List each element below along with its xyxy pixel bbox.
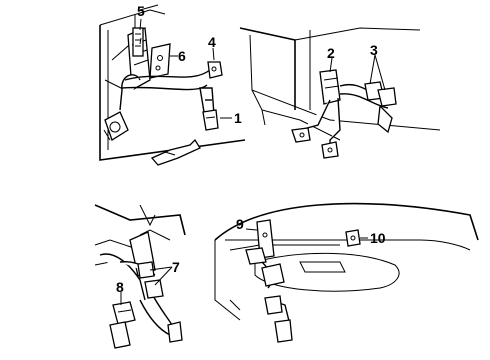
callout-7: 7	[172, 259, 180, 275]
callout-9: 9	[236, 216, 244, 232]
lap-belt-anchor	[150, 138, 201, 166]
callout-4: 4	[208, 34, 216, 50]
height-adjuster	[132, 27, 144, 57]
callout-10: 10	[370, 230, 386, 246]
cargo-trim	[254, 252, 400, 292]
d-ring	[207, 61, 223, 79]
third-row-buckle	[144, 279, 164, 299]
callout-5: 5	[137, 3, 145, 19]
panel-rear-belt	[239, 27, 441, 159]
cargo-buckle	[264, 295, 283, 315]
rear-anchor	[291, 127, 311, 143]
callout-8: 8	[116, 279, 124, 295]
rear-buckle-right	[377, 87, 397, 107]
panel-third-row	[94, 204, 186, 349]
buckle-assembly	[202, 109, 219, 131]
panel-front-belt	[99, 4, 246, 166]
callout-3: 3	[370, 42, 378, 58]
retractor	[104, 111, 129, 141]
callout-2: 2	[327, 45, 335, 61]
panel-cargo	[214, 202, 479, 343]
callout-1: 1	[234, 110, 242, 126]
callout-6: 6	[178, 48, 186, 64]
cargo-anchor	[345, 229, 361, 247]
shoulder-belt	[119, 74, 141, 111]
lower-buckle	[112, 301, 136, 325]
belt-webbing	[124, 69, 211, 81]
